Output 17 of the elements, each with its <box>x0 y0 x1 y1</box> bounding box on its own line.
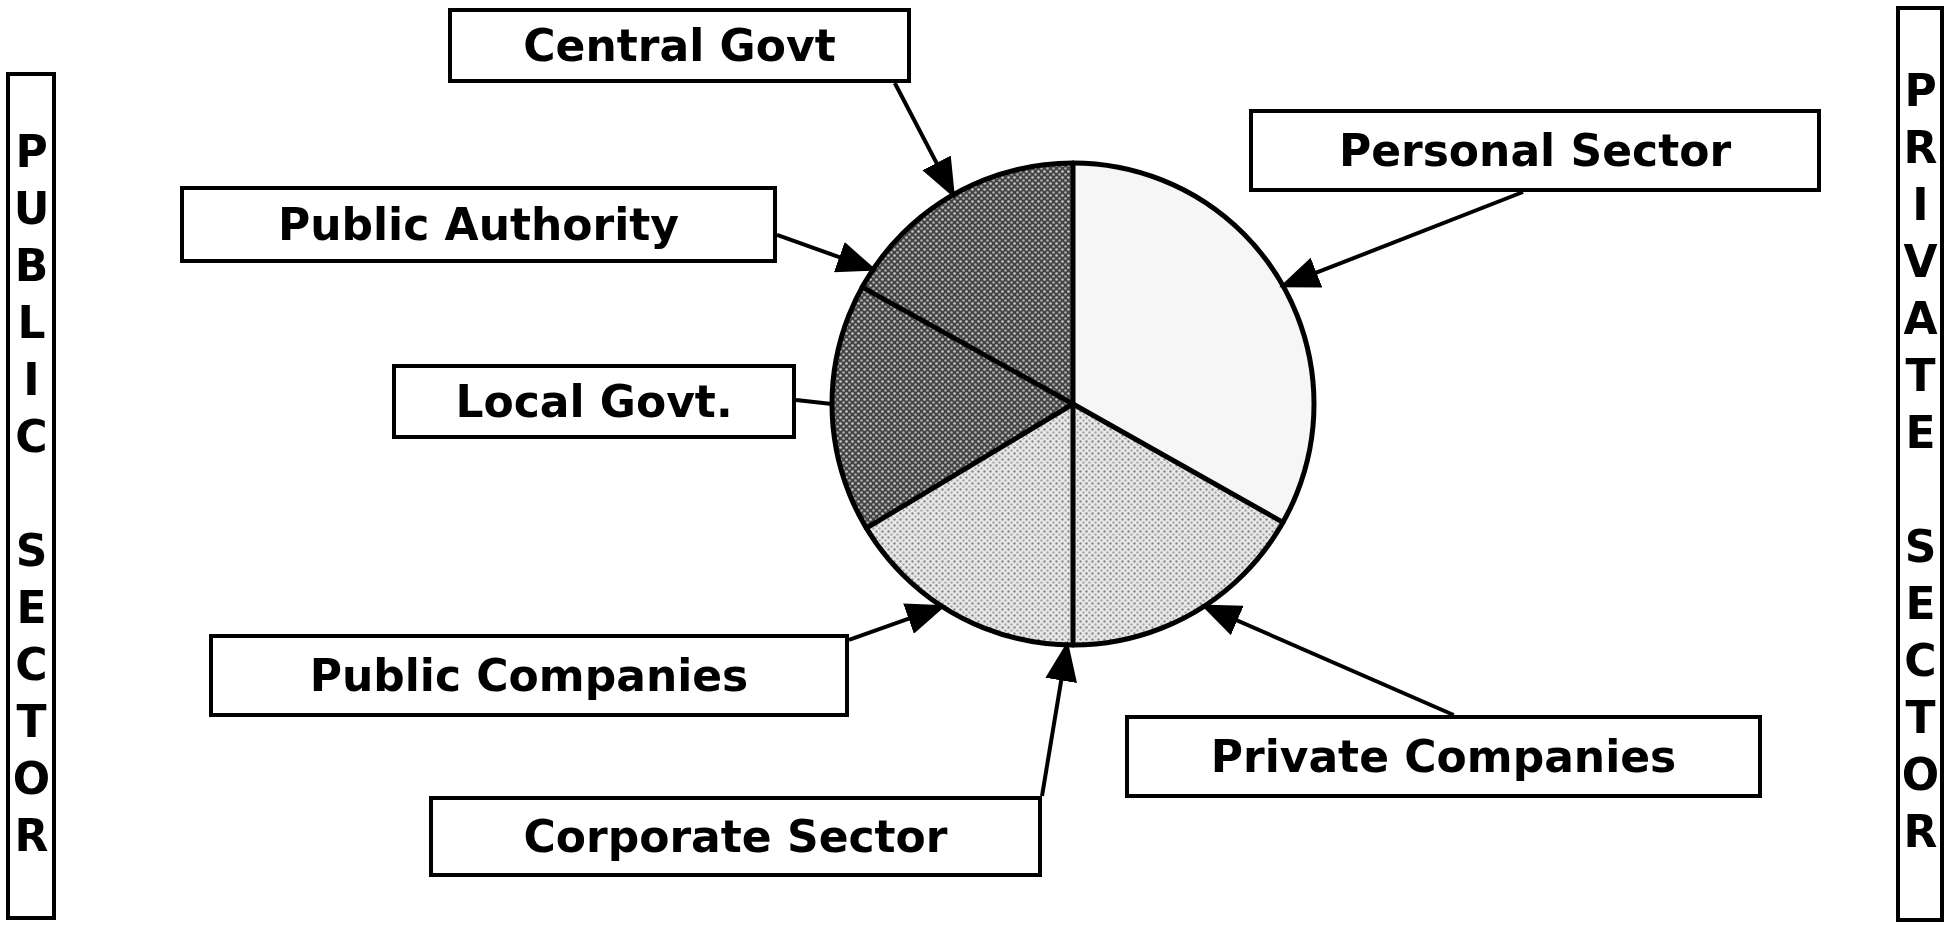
callout-label: Public Companies <box>209 634 849 717</box>
sector-label: PRIVATE SECTOR <box>1896 6 1944 922</box>
callout-label: Central Govt <box>448 8 911 83</box>
leader-arrow <box>1040 641 1077 797</box>
callout-label: Public Authority <box>180 186 777 263</box>
leader-arrow <box>1279 190 1524 288</box>
leader-arrow <box>1200 604 1455 717</box>
leader-arrow <box>848 603 947 642</box>
leader-arrow <box>776 233 877 273</box>
callout-label: Personal Sector <box>1249 109 1821 192</box>
callout-label: Local Govt. <box>392 364 796 439</box>
callout-label: Corporate Sector <box>429 796 1042 877</box>
sector-label: PUBLIC SECTOR <box>6 72 56 920</box>
leader-line <box>795 398 833 406</box>
pie-chart <box>827 158 1319 650</box>
callout-label: Private Companies <box>1125 715 1762 798</box>
leader-arrow <box>893 82 956 199</box>
